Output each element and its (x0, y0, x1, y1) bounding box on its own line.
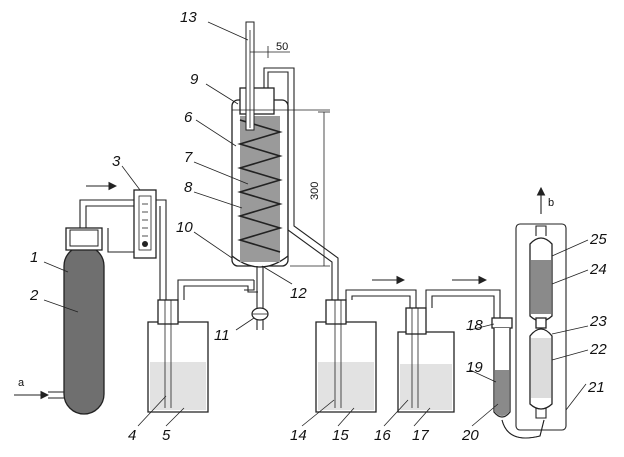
label-22: 22 (589, 341, 607, 358)
wash-bottle-16 (397, 289, 501, 413)
label-18: 18 (466, 317, 483, 334)
label-3: 3 (112, 153, 121, 170)
label-9: 9 (190, 71, 199, 88)
absorber-tube-19 (491, 317, 545, 439)
adsorption-column (515, 186, 567, 431)
wash-bottle-4 (147, 279, 258, 413)
label-24: 24 (589, 261, 607, 278)
label-5: 5 (162, 427, 171, 444)
label-7: 7 (184, 149, 193, 166)
wash-bottle-14 (315, 289, 417, 413)
label-16: 16 (374, 427, 391, 444)
dimension-top: 50 (250, 41, 290, 58)
label-19: 19 (466, 359, 483, 376)
condenser-column (231, 21, 339, 330)
label-13: 13 (180, 9, 197, 26)
dimension-height-label: 300 (309, 182, 321, 200)
label-17: 17 (412, 427, 429, 444)
label-8: 8 (184, 179, 193, 196)
label-15: 15 (332, 427, 349, 444)
label-23: 23 (589, 313, 607, 330)
label-14: 14 (290, 427, 307, 444)
label-1: 1 (30, 249, 38, 266)
label-6: 6 (184, 109, 193, 126)
label-12: 12 (290, 285, 307, 302)
label-outlet-b: b (548, 197, 554, 209)
label-21: 21 (587, 379, 605, 396)
label-4: 4 (128, 427, 136, 444)
label-inlet-a: a (18, 377, 25, 389)
label-10: 10 (176, 219, 193, 236)
dimension-height: 300 (290, 111, 330, 267)
number-labels: 1 2 3 4 5 6 7 8 9 10 11 12 13 14 15 16 1… (18, 9, 607, 444)
label-2: 2 (29, 287, 39, 304)
leader-lines (43, 21, 589, 427)
dimension-top-label: 50 (276, 41, 288, 53)
label-20: 20 (461, 427, 479, 444)
label-25: 25 (589, 231, 607, 248)
drying-tube-1 (14, 199, 136, 415)
label-11: 11 (214, 327, 230, 344)
flowmeter (107, 189, 167, 320)
